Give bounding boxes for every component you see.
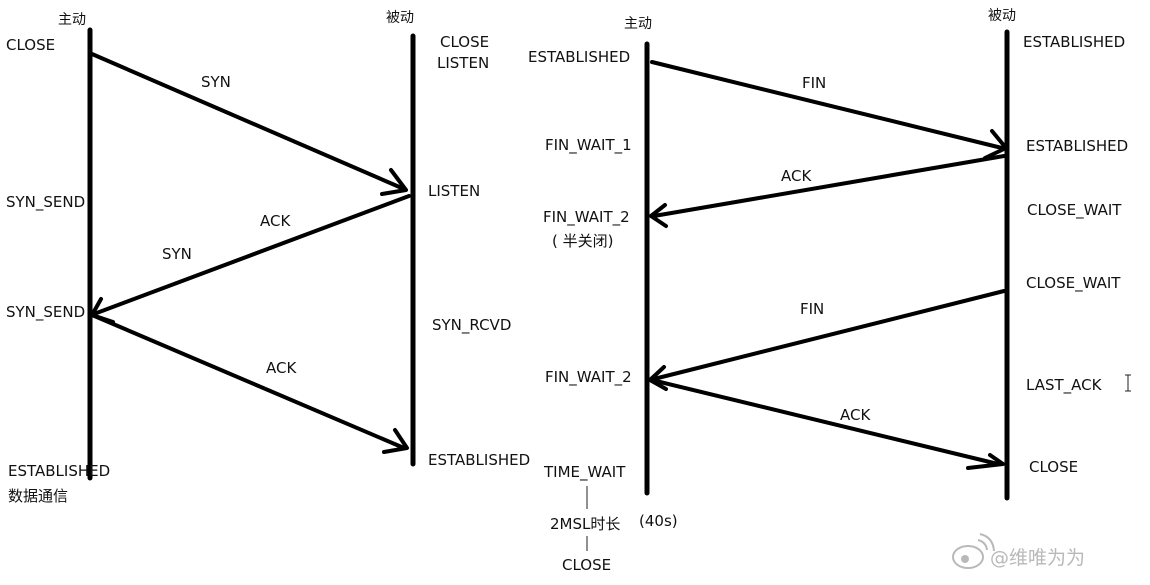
right-server-state-established-2: ESTABLISHED (1026, 137, 1128, 155)
right-fin-arrow-2 (648, 289, 1006, 391)
right-msg-fin-2: FIN (800, 300, 824, 318)
right-ack-arrow-2 (650, 378, 1005, 470)
right-server-state-close-wait-1: CLOSE_WAIT (1027, 201, 1122, 220)
left-synack-arrow (90, 194, 411, 324)
right-client-state-fin-wait-1: FIN_WAIT_1 (545, 136, 632, 155)
right-server-state-close: CLOSE (1029, 458, 1078, 476)
right-client-note-40s: (40s) (639, 512, 678, 530)
right-client-header: 主动 (624, 16, 652, 32)
left-client-note-data: 数据通信 (8, 487, 68, 505)
right-server-header: 被动 (988, 8, 1016, 24)
left-client-state-established: ESTABLISHED (8, 462, 110, 480)
right-client-note-2msl: 2MSL时长 (550, 515, 620, 533)
right-client-state-time-wait: TIME_WAIT (543, 463, 626, 482)
right-ack-arrow-1 (649, 154, 1006, 228)
right-server-state-last-ack: LAST_ACK (1026, 376, 1103, 395)
left-server-state-syn-rcvd: SYN_RCVD (432, 316, 511, 335)
right-server-state-established-1: ESTABLISHED (1023, 33, 1125, 51)
right-msg-fin-1: FIN (802, 74, 826, 92)
left-ack-arrow (90, 313, 409, 454)
left-msg-ack-1: ACK (260, 212, 291, 230)
left-server-state-listen-1: LISTEN (437, 54, 489, 72)
right-client-state-close: CLOSE (562, 556, 611, 574)
right-client-note-half-close: ( 半关闭) (552, 232, 613, 250)
text-cursor-icon (1125, 374, 1131, 392)
left-server-header: 被动 (386, 10, 414, 26)
left-client-state-syn-send-2: SYN_SEND (6, 303, 85, 322)
watermark: @维唯为为 (952, 533, 1085, 569)
right-fin-arrow-1 (650, 60, 1008, 160)
left-server-state-established: ESTABLISHED (428, 451, 530, 469)
watermark-text: @维唯为为 (990, 547, 1085, 569)
left-client-state-close: CLOSE (6, 36, 55, 54)
left-client-header: 主动 (58, 12, 86, 28)
left-msg-syn-2: SYN (162, 245, 192, 263)
right-server-state-close-wait-2: CLOSE_WAIT (1026, 274, 1121, 293)
right-client-state-fin-wait-2: FIN_WAIT_2 (543, 208, 630, 227)
left-client-state-syn-send-1: SYN_SEND (6, 193, 85, 212)
left-msg-ack-2: ACK (266, 359, 297, 377)
left-server-state-close: CLOSE (440, 33, 489, 51)
right-msg-ack-1: ACK (781, 167, 812, 185)
right-client-state-established: ESTABLISHED (528, 48, 630, 66)
weibo-logo-icon (952, 533, 995, 569)
left-syn-arrow (90, 52, 408, 196)
right-msg-ack-2: ACK (840, 406, 871, 424)
left-server-state-listen-2: LISTEN (428, 182, 480, 200)
left-msg-syn-1: SYN (201, 73, 231, 91)
right-client-state-fin-wait-2b: FIN_WAIT_2 (545, 368, 632, 387)
